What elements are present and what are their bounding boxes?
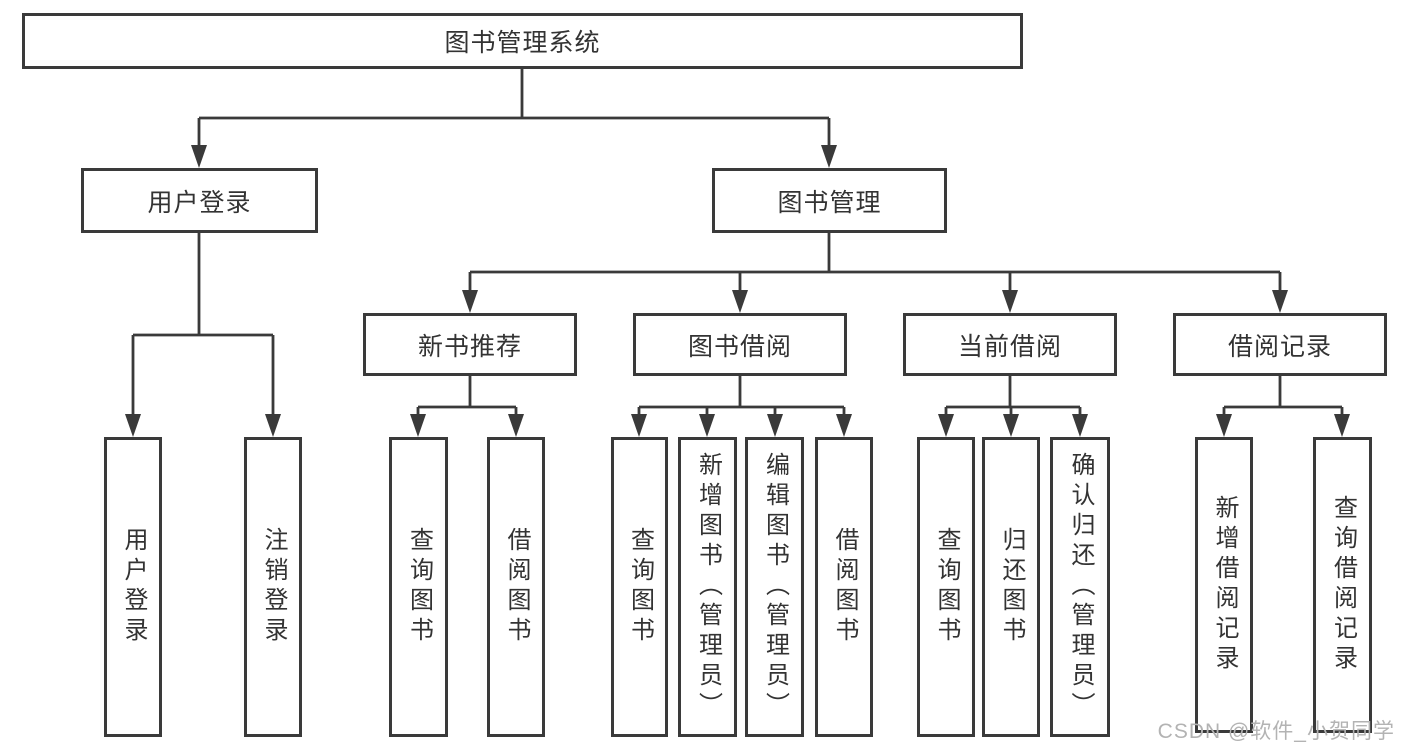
node-label: 图书管理系统 xyxy=(444,29,601,57)
node-label: 查询图书 xyxy=(405,527,433,647)
node-current-borrow: 当前借阅 xyxy=(903,313,1117,376)
leaf-return-book: 归还图书 xyxy=(982,437,1040,737)
node-label: 用户登录 xyxy=(147,188,252,217)
node-label: 归还图书 xyxy=(998,527,1025,647)
node-label: 新书推荐 xyxy=(417,332,522,361)
node-label: 确认归还（管理员） xyxy=(1067,452,1094,722)
leaf-query-book-borrow: 查询图书 xyxy=(611,437,668,737)
leaf-user-login: 用户登录 xyxy=(104,437,162,737)
leaf-add-book-admin: 新增图书（管理员） xyxy=(678,437,737,737)
node-book-management: 图书管理 xyxy=(712,168,947,233)
node-label: 注销登录 xyxy=(260,527,287,647)
leaf-query-book-recommend: 查询图书 xyxy=(389,437,448,737)
node-user-login: 用户登录 xyxy=(81,168,318,233)
node-borrow-records: 借阅记录 xyxy=(1173,313,1387,376)
leaf-logout: 注销登录 xyxy=(244,437,302,737)
leaf-confirm-return-admin: 确认归还（管理员） xyxy=(1050,437,1110,737)
leaf-add-borrow-record: 新增借阅记录 xyxy=(1195,437,1253,733)
node-book-borrow: 图书借阅 xyxy=(633,313,847,376)
node-label: 用户登录 xyxy=(120,527,147,647)
node-label: 新增借阅记录 xyxy=(1211,495,1238,675)
leaf-edit-book-admin: 编辑图书（管理员） xyxy=(745,437,804,737)
csdn-watermark: CSDN @软件_小贺同学 xyxy=(1157,720,1395,743)
node-label: 借阅图书 xyxy=(503,527,530,647)
leaf-query-borrow-record: 查询借阅记录 xyxy=(1313,437,1372,733)
node-library-management-system: 图书管理系统 xyxy=(22,13,1023,69)
node-label: 图书管理 xyxy=(777,188,882,217)
node-label: 当前借阅 xyxy=(957,332,1062,361)
node-label: 查询图书 xyxy=(933,527,960,647)
node-label: 图书借阅 xyxy=(687,332,792,361)
leaf-borrow-book: 借阅图书 xyxy=(815,437,873,737)
leaf-borrow-book-recommend: 借阅图书 xyxy=(487,437,545,737)
node-label: 借阅图书 xyxy=(831,527,858,647)
leaf-query-book-current: 查询图书 xyxy=(917,437,975,737)
node-label: 编辑图书（管理员） xyxy=(761,452,789,722)
node-label: 查询借阅记录 xyxy=(1329,495,1357,675)
node-label: 借阅记录 xyxy=(1227,332,1332,361)
node-label: 新增图书（管理员） xyxy=(694,452,722,722)
node-label: 查询图书 xyxy=(626,527,654,647)
node-new-book-recommend: 新书推荐 xyxy=(363,313,577,376)
